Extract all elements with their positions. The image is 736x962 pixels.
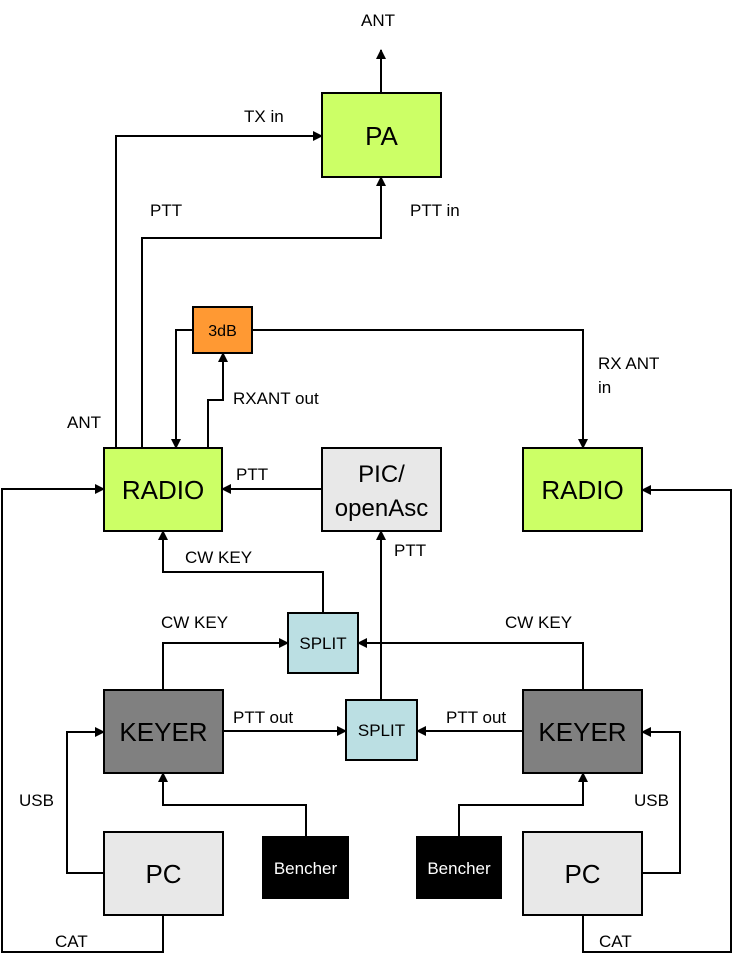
radio-left-box bbox=[103, 447, 223, 532]
attenuator-label: 3dB bbox=[208, 323, 236, 340]
wire-pc-left-usb bbox=[66, 727, 105, 874]
pc-left-label: PC bbox=[145, 859, 181, 889]
bencher-left-label: Bencher bbox=[274, 859, 338, 878]
wire-pc-left-cat bbox=[1, 484, 164, 953]
bencher-right-block: Bencher bbox=[416, 836, 502, 899]
radio-right-box bbox=[522, 447, 643, 532]
keyer-right-box bbox=[522, 689, 643, 774]
pc-left-box bbox=[103, 831, 224, 916]
label-ptt-out-right: PTT out bbox=[446, 708, 506, 727]
wire-3db-radio-left bbox=[171, 329, 193, 449]
label-cw-key-radio: CW KEY bbox=[185, 548, 252, 567]
split-cw-block: SPLIT bbox=[287, 612, 359, 674]
pc-right-block: PC bbox=[522, 831, 643, 916]
attenuator-box bbox=[192, 306, 253, 354]
label-ant-top: ANT bbox=[361, 11, 395, 30]
radio-right-block: RADIO bbox=[522, 447, 643, 532]
split-ptt-box bbox=[345, 699, 418, 761]
label-ptt-out-left: PTT out bbox=[233, 708, 293, 727]
split-ptt-block: SPLIT bbox=[345, 699, 418, 761]
bencher-left-block: Bencher bbox=[262, 836, 349, 899]
bencher-right-label: Bencher bbox=[427, 859, 491, 878]
radio-left-block: RADIO bbox=[103, 447, 223, 532]
pa-label: PA bbox=[365, 121, 398, 151]
radio-right-label: RADIO bbox=[541, 475, 623, 505]
label-ant-radio: ANT bbox=[67, 413, 101, 432]
label-usb-left: USB bbox=[19, 791, 54, 810]
split-cw-box bbox=[287, 612, 359, 674]
pic-label-line1: PIC/ bbox=[358, 461, 405, 488]
label-rxant-out: RXANT out bbox=[233, 389, 319, 408]
pc-right-box bbox=[522, 831, 643, 916]
label-tx-in: TX in bbox=[244, 107, 284, 126]
pc-right-label: PC bbox=[564, 859, 600, 889]
keyer-left-box bbox=[103, 689, 224, 774]
split-ptt-label: SPLIT bbox=[358, 721, 405, 740]
label-cat-left: CAT bbox=[55, 932, 88, 951]
keyer-left-block: KEYER bbox=[103, 689, 224, 774]
label-usb-right: USB bbox=[634, 791, 669, 810]
pic-box bbox=[321, 447, 442, 532]
label-ptt-split-pic: PTT bbox=[394, 541, 426, 560]
attenuator-3db-block: 3dB bbox=[192, 306, 253, 354]
keyer-left-label: KEYER bbox=[119, 717, 207, 747]
wire-3db-radio-right bbox=[252, 329, 588, 449]
label-cat-right: CAT bbox=[599, 932, 632, 951]
wire-keyer-right-cw-split bbox=[357, 638, 584, 690]
pa-box bbox=[321, 92, 442, 178]
split-cw-label: SPLIT bbox=[299, 634, 346, 653]
pc-left-block: PC bbox=[103, 831, 224, 916]
label-ptt-in: PTT in bbox=[410, 201, 460, 220]
pic-label-line2: openAsc bbox=[335, 495, 428, 522]
wire-radio-ptt-pa bbox=[141, 176, 386, 448]
bencher-right-box bbox=[416, 836, 502, 899]
wire-radio-tx-in bbox=[115, 131, 323, 448]
keyer-right-label: KEYER bbox=[538, 717, 626, 747]
wire-rxant-out-3db bbox=[207, 352, 228, 448]
wire-bencher-right-keyer bbox=[458, 772, 588, 837]
label-ptt-radio-pa: PTT bbox=[150, 201, 182, 220]
wire-bencher-left-keyer bbox=[158, 772, 307, 837]
keyer-right-block: KEYER bbox=[522, 689, 643, 774]
wire-keyer-left-cw-split bbox=[162, 638, 289, 690]
wire-split-cw-radio bbox=[158, 530, 324, 613]
bencher-left-box bbox=[262, 836, 349, 899]
label-rx-ant-in-line1: RX ANT bbox=[598, 354, 659, 373]
label-cw-key-right: CW KEY bbox=[505, 613, 572, 632]
radio-left-label: RADIO bbox=[122, 475, 204, 505]
label-cw-key-left: CW KEY bbox=[161, 613, 228, 632]
wire-pc-right-usb bbox=[641, 727, 681, 874]
label-rx-ant-in-line2: in bbox=[598, 378, 611, 397]
wire-pc-right-cat bbox=[582, 485, 732, 953]
pa-block: PA bbox=[321, 92, 442, 178]
pic-openasc-block: PIC/ openAsc bbox=[321, 447, 442, 532]
label-ptt-pic-radio: PTT bbox=[236, 465, 268, 484]
